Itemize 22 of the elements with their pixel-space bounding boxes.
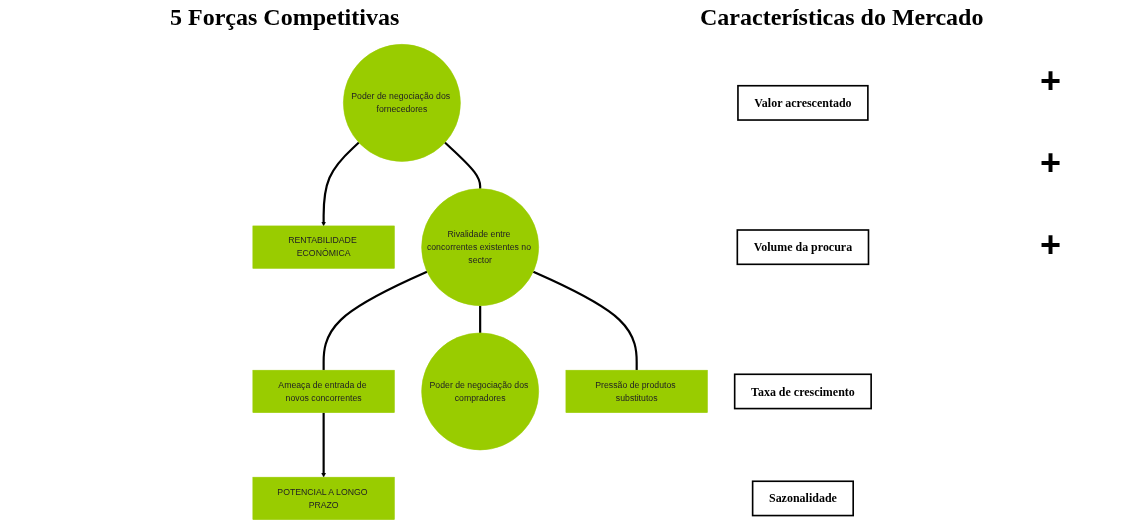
node-box: Valor acrescentado — [737, 84, 869, 121]
arrow — [321, 141, 360, 227]
node-box: POTENCIAL A LONGO PRAZO — [252, 476, 395, 520]
plus-sign: + — [1040, 60, 1062, 102]
node-box: Pressão de produtos substitutos — [565, 369, 708, 413]
connector — [479, 305, 482, 333]
node-box: Taxa de crescimento — [733, 373, 872, 410]
node-box: Sazonalidade — [751, 480, 854, 517]
node-box: RENTABILIDADE ECONÓMICA — [252, 225, 395, 269]
node-circle: Poder de negociação dos compradores — [421, 332, 539, 451]
connector — [322, 270, 428, 371]
column-heading: Características do Mercado — [700, 4, 984, 31]
node-circle: Rivalidade entre concorrentes existentes no sector — [421, 188, 539, 306]
arrow — [321, 412, 327, 478]
node-box: Volume da procura — [736, 229, 870, 266]
connector — [532, 270, 638, 371]
plus-sign: + — [1040, 224, 1062, 266]
node-circle: Poder de negociação dos fornecedores — [343, 44, 461, 162]
connector — [444, 141, 482, 189]
diagram-title: 5 Forças Competitivas — [170, 4, 400, 31]
plus-sign: + — [1040, 142, 1062, 184]
node-box: Ameaça de entrada de novos concorrentes — [252, 369, 395, 413]
